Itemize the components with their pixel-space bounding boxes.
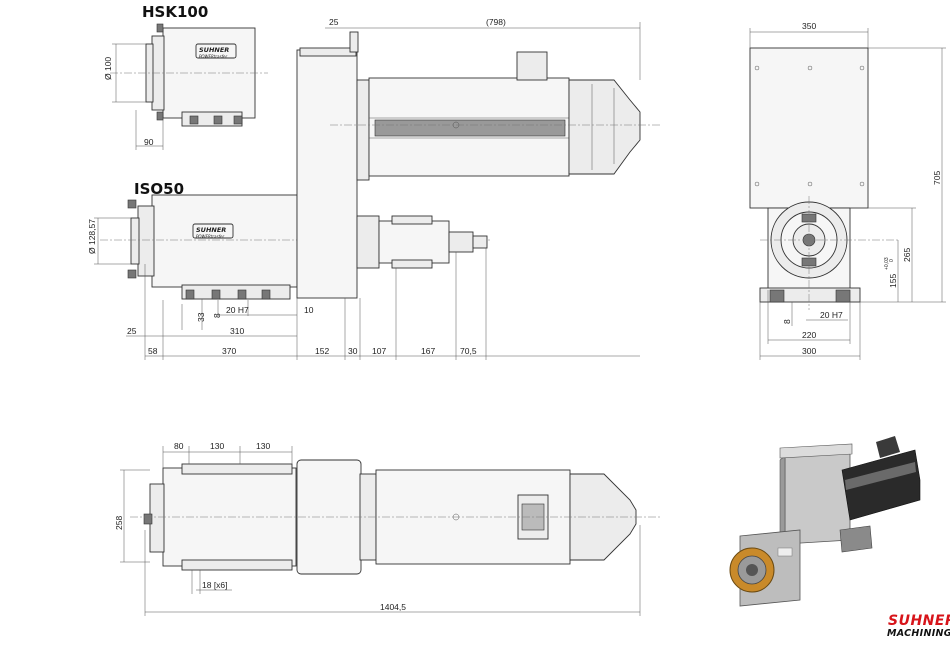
- brand-logo: SUHNER MACHINING: [887, 613, 950, 639]
- dim-18x6: 18 [x6]: [202, 580, 228, 590]
- motor-side: [330, 52, 660, 180]
- hsk-housing-logo: SUHNER: [199, 46, 229, 54]
- dim-107: 107: [372, 346, 386, 356]
- dim-350: 350: [802, 21, 816, 31]
- iso50-head: SUHNER POWERtrasfer: [128, 195, 297, 299]
- brand-logo-bottom: MACHINING: [887, 628, 950, 639]
- dim-370: 370: [222, 346, 236, 356]
- dim-167: 167: [421, 346, 435, 356]
- top-view: [130, 460, 660, 574]
- dim-155-tol-lower: 0: [889, 259, 895, 262]
- dim-8-end: 8: [782, 319, 792, 324]
- hsk100-head: SUHNER POWERtrasfer: [110, 24, 268, 126]
- dim-20h7-end: 20 H7: [820, 310, 843, 320]
- dim-310: 310: [230, 326, 244, 336]
- dim-220: 220: [802, 330, 816, 340]
- dim-155: 155: [888, 274, 898, 288]
- product-render: [730, 436, 920, 606]
- dim-130b: 130: [256, 441, 270, 451]
- dim-25: 25: [127, 326, 137, 336]
- brand-logo-top: SUHNER: [888, 613, 950, 629]
- dim-58: 58: [148, 346, 158, 356]
- dim-33: 33: [196, 312, 206, 322]
- dim-d100: Ø 100: [103, 57, 113, 80]
- dim-90: 90: [144, 137, 154, 147]
- dim-30: 30: [348, 346, 358, 356]
- hsk-housing-sublogo: POWERtrasfer: [199, 54, 227, 59]
- dim-705: 705: [932, 171, 942, 185]
- dim-10: 10: [304, 305, 314, 315]
- dim-70-5: 70,5: [460, 346, 477, 356]
- dim-258: 258: [114, 516, 124, 530]
- dim-80: 80: [174, 441, 184, 451]
- dim-1404-5: 1404,5: [380, 602, 406, 612]
- dim-152: 152: [315, 346, 329, 356]
- iso-housing-logo: SUHNER: [196, 226, 226, 234]
- dim-798: (798): [486, 17, 506, 27]
- dim-300: 300: [802, 346, 816, 356]
- dim-155-tol-upper: +0,03: [884, 257, 890, 270]
- dim-265: 265: [902, 248, 912, 262]
- dim-25-top: 25: [329, 17, 339, 27]
- iso-housing-sublogo: POWERtrasfer: [196, 234, 224, 239]
- gear-housing-side: [297, 32, 358, 298]
- end-view: [750, 48, 900, 310]
- dim-20h7: 20 H7: [226, 305, 249, 315]
- dim-130a: 130: [210, 441, 224, 451]
- dim-8: 8: [212, 313, 222, 318]
- dim-d128: Ø 128,57: [87, 219, 97, 254]
- hsk100-title: HSK100: [142, 3, 208, 21]
- output-drive-side: [357, 216, 487, 268]
